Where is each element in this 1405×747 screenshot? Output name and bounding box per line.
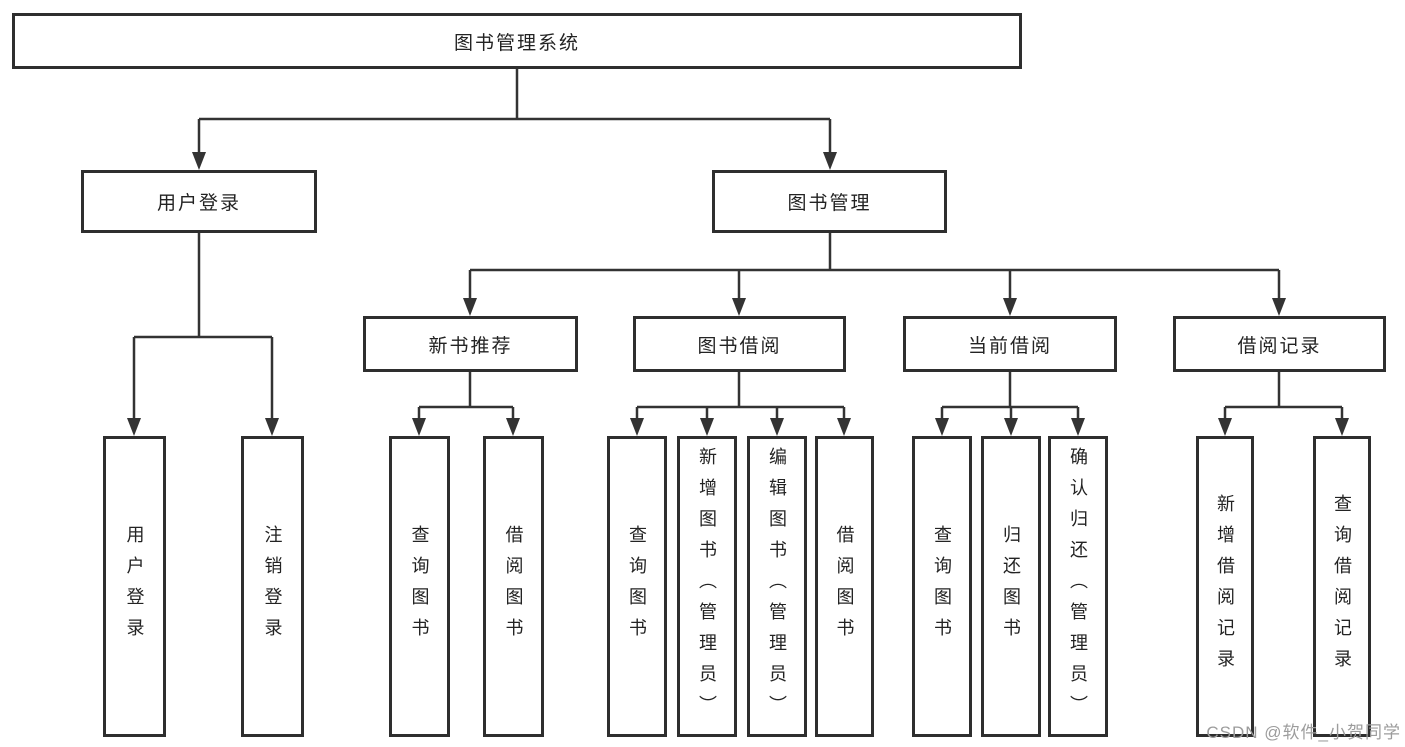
node-new-books: 新书推荐 (363, 316, 578, 372)
node-current-borrowing: 当前借阅 (903, 316, 1117, 372)
node-user-login: 用户登录 (81, 170, 317, 233)
watermark: CSDN @软件_小贺同学 (1206, 723, 1401, 742)
leaf-user-login: 用户登录 (103, 436, 166, 737)
leaf-logout: 注销登录 (241, 436, 304, 737)
connector-arrowheads (127, 152, 1349, 436)
node-root: 图书管理系统 (12, 13, 1022, 69)
node-book-borrowing: 图书借阅 (633, 316, 846, 372)
leaf-borrowing-query-books: 查询图书 (607, 436, 667, 737)
leaf-borrowing-borrow-books: 借阅图书 (815, 436, 874, 737)
connector-paths (132, 69, 1344, 419)
leaf-current-return-books: 归还图书 (981, 436, 1041, 737)
leaf-current-confirm-return-admin: 确认归还（管理员） (1048, 436, 1108, 737)
node-borrowing-records: 借阅记录 (1173, 316, 1386, 372)
leaf-newbooks-borrow-books: 借阅图书 (483, 436, 544, 737)
leaf-records-query-record: 查询借阅记录 (1313, 436, 1371, 737)
leaf-current-query-books: 查询图书 (912, 436, 972, 737)
leaf-newbooks-query-books: 查询图书 (389, 436, 450, 737)
leaf-borrowing-edit-books-admin: 编辑图书（管理员） (747, 436, 807, 737)
leaf-records-add-record: 新增借阅记录 (1196, 436, 1254, 737)
node-book-management: 图书管理 (712, 170, 947, 233)
leaf-borrowing-add-books-admin: 新增图书（管理员） (677, 436, 737, 737)
